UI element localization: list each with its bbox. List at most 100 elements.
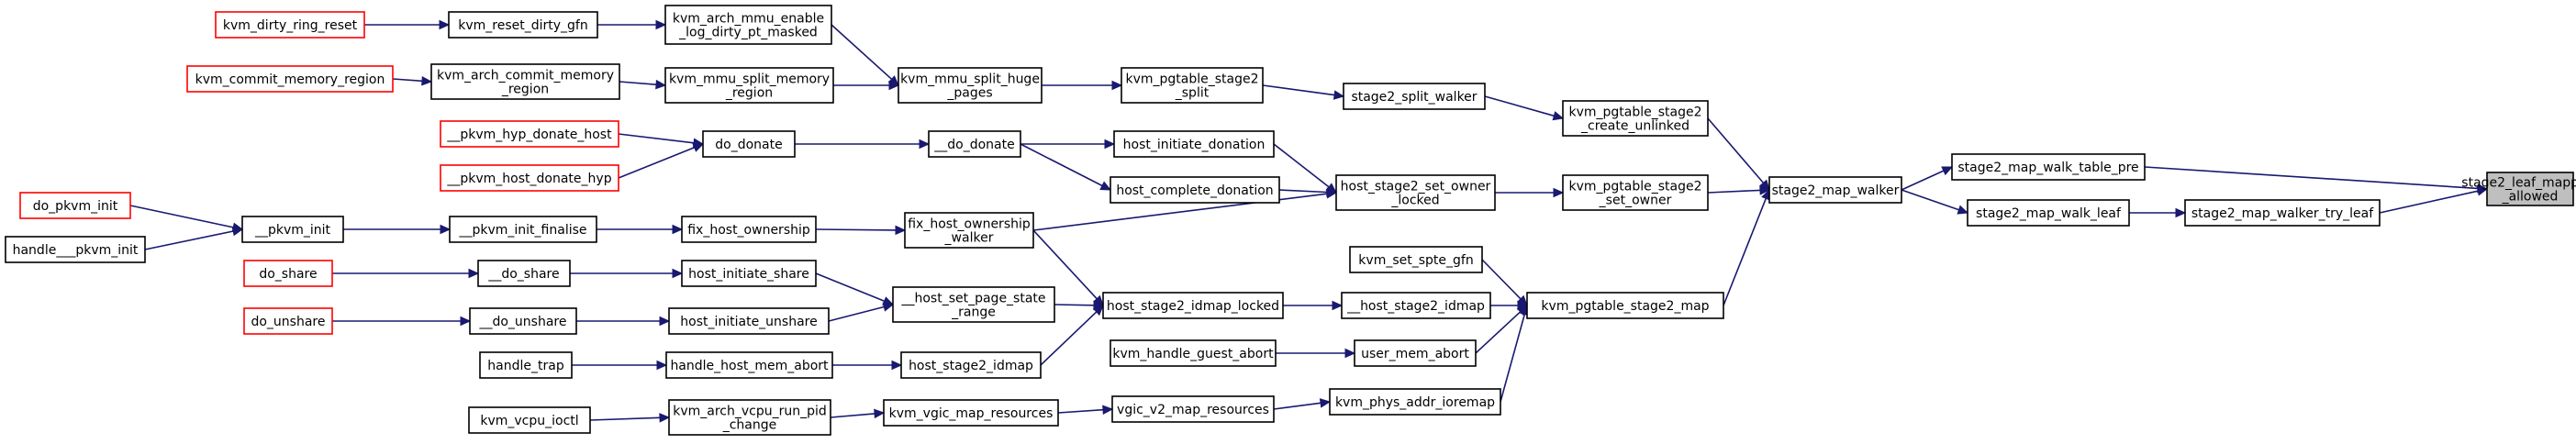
node-kvm-arch-mmu-enable-log-dirty-pt-masked[interactable]: kvm_arch_mmu_enable_log_dirty_pt_masked [664, 5, 832, 45]
node-kvm-handle-guest-abort[interactable]: kvm_handle_guest_abort [1110, 339, 1277, 367]
node-box [241, 216, 344, 243]
node-kvm-dirty-ring-reset[interactable]: kvm_dirty_ring_reset [215, 11, 365, 39]
node-box [702, 130, 796, 158]
node-kvm-mmu-split-memory-region[interactable]: kvm_mmu_split_memory_region [664, 67, 834, 104]
node-stage2-leaf-mapping-allowed[interactable]: stage2_leaf_mapping_allowed [2461, 172, 2576, 206]
node-label: user_mem_abort [1361, 347, 1469, 361]
node-host-initiate-unshare[interactable]: host_initiate_unshare [668, 307, 830, 335]
node-box [449, 216, 597, 243]
node-box [243, 260, 333, 287]
node-do-share[interactable]: do_share [243, 260, 333, 287]
edge-line [589, 416, 661, 421]
node-kvm-mmu-split-huge-pages[interactable]: kvm_mmu_split_huge_pages [898, 67, 1043, 104]
arrowhead [439, 19, 451, 30]
node-box [477, 260, 571, 287]
edge-line [1707, 117, 1765, 183]
node-handle---pkvm-init[interactable]: handle___pkvm_init [5, 236, 146, 263]
edge-line [144, 230, 234, 250]
edge-do-unshare-to-host-initiate-unshare [576, 316, 671, 327]
node-pkvm-init[interactable]: __pkvm_init [241, 216, 344, 243]
node-kvm-arch-commit-memory-region[interactable]: kvm_arch_commit_memory_region [430, 63, 620, 100]
node-fix-host-ownership-walker[interactable]: fix_host_ownership_walker [904, 212, 1034, 249]
node-label: kvm_mmu_split_memory [669, 72, 830, 87]
node-do-unshare[interactable]: do_unshare [243, 307, 333, 335]
node-label: _log_dirty_pt_masked [678, 26, 818, 40]
node-host-initiate-share[interactable]: host_initiate_share [681, 260, 817, 287]
node-label: __pkvm_hyp_donate_host [446, 128, 612, 142]
node-stage2-map-walk-leaf[interactable]: stage2_map_walk_leaf [1967, 199, 2130, 227]
node-label: stage2_split_walker [1351, 90, 1477, 105]
node-handle-host-mem-abort[interactable]: handle_host_mem_abort [665, 351, 833, 379]
node-label: _pages [946, 86, 992, 101]
node-host-stage2-idmap[interactable]: host_stage2_idmap [900, 351, 1042, 379]
node-do-unshare[interactable]: __do_unshare [469, 307, 577, 335]
node-kvm-pgtable-stage2-split[interactable]: kvm_pgtable_stage2_split [1121, 67, 1264, 104]
edge-kvm-pgtable-stage2-set-owner-to-stage2-map-walker [1707, 185, 1771, 195]
node-kvm-commit-memory-region[interactable]: kvm_commit_memory_region [186, 65, 394, 93]
node-label: do_donate [715, 138, 782, 152]
node-label: kvm_arch_commit_memory [437, 69, 614, 83]
node-kvm-pgtable-stage2-set-owner[interactable]: kvm_pgtable_stage2_set_owner [1562, 174, 1709, 211]
node-box [468, 406, 591, 434]
node-kvm-pgtable-stage2-create-unlinked[interactable]: kvm_pgtable_stage2_create_unlinked [1562, 100, 1709, 137]
edge-host-stage2-idmap-to-host-stage2-idmap-locked [1040, 305, 1104, 366]
node-kvm-pgtable-stage2-map[interactable]: kvm_pgtable_stage2_map [1526, 292, 1724, 319]
edge-kvm-vgic-map-resources-to-vgic-v2-map-resources [1057, 405, 1114, 416]
edge-kvm-mmu-split-memory-region-to-kvm-mmu-split-huge-pages [833, 80, 900, 91]
node-do-donate[interactable]: __do_donate [928, 130, 1021, 158]
edge-do-donate-to-host-complete-donation [1020, 143, 1112, 191]
node-vgic-v2-map-resources[interactable]: vgic_v2_map_resources [1111, 395, 1275, 423]
arrowhead [1325, 189, 1338, 199]
node-do-donate[interactable]: do_donate [702, 130, 796, 158]
node-pkvm-hyp-donate-host[interactable]: __pkvm_hyp_donate_host [440, 120, 619, 148]
node-user-mem-abort[interactable]: user_mem_abort [1354, 339, 1477, 367]
node-host-stage2-idmap[interactable]: __host_stage2_idmap [1341, 292, 1491, 319]
node-stage2-map-walker-try-leaf[interactable]: stage2_map_walker_try_leaf [2184, 199, 2381, 227]
node-label: __do_unshare [478, 315, 566, 329]
node-host-stage2-set-owner-locked[interactable]: host_stage2_set_owner_locked [1335, 174, 1496, 211]
node-label: kvm_set_spte_gfn [1358, 253, 1473, 268]
node-stage2-map-walk-table-pre[interactable]: stage2_map_walk_table_pre [1951, 153, 2146, 181]
node-host-complete-donation[interactable]: host_complete_donation [1110, 176, 1280, 204]
node-box [2486, 172, 2574, 206]
edge-kvm-pgtable-stage2-split-to-stage2-split-walker [1262, 84, 1345, 100]
edge-line [2144, 166, 2479, 190]
node-box [1967, 199, 2130, 227]
node-label: stage2_map_walk_table_pre [1957, 161, 2138, 175]
node-label: _range [951, 305, 996, 320]
edge-pkvm-host-donate-hyp-to-do-donate [618, 143, 705, 179]
node-label: vgic_v2_map_resources [1117, 403, 1269, 417]
arrowhead [1319, 398, 1332, 408]
edge-stage2-split-walker-to-kvm-pgtable-stage2-create-unlinked [1484, 95, 1565, 121]
node-box [904, 212, 1034, 249]
arrowhead [1092, 305, 1104, 316]
node-do-pkvm-init[interactable]: do_pkvm_init [19, 192, 131, 219]
node-kvm-vgic-map-resources[interactable]: kvm_vgic_map_resources [883, 399, 1059, 427]
arrowhead [1099, 181, 1112, 191]
node-handle-trap[interactable]: handle_trap [479, 351, 573, 379]
node-kvm-arch-vcpu-run-pid-change[interactable]: kvm_arch_vcpu_run_pid_change [668, 399, 831, 436]
node-label: _create_unlinked [1580, 119, 1689, 134]
node-host-set-page-state-range[interactable]: __host_set_page_state_range [892, 286, 1055, 323]
node-pkvm-host-donate-hyp[interactable]: __pkvm_host_donate_hyp [440, 164, 619, 192]
node-label: kvm_pgtable_stage2 [1568, 105, 1701, 120]
edge-kvm-arch-mmu-enable-log-dirty-pt-masked-to-kvm-mmu-split-huge-pages [831, 24, 899, 86]
node-kvm-reset-dirty-gfn[interactable]: kvm_reset_dirty_gfn [448, 11, 598, 39]
node-box [430, 63, 620, 100]
arrowhead [421, 75, 433, 86]
node-fix-host-ownership[interactable]: fix_host_ownership [681, 216, 817, 243]
node-kvm-vcpu-ioctl[interactable]: kvm_vcpu_ioctl [468, 406, 591, 434]
edge-kvm-phys-addr-ioremap-to-kvm-pgtable-stage2-map [1500, 304, 1530, 403]
node-stage2-split-walker[interactable]: stage2_split_walker [1343, 83, 1486, 110]
node-stage2-map-walker[interactable]: stage2_map_walker [1768, 176, 1902, 204]
edge-line [129, 205, 234, 228]
edge-stage2-map-walker-to-stage2-map-walk-leaf [1901, 189, 1969, 215]
node-host-stage2-idmap-locked[interactable]: host_stage2_idmap_locked [1102, 292, 1284, 319]
node-host-initiate-donation[interactable]: host_initiate_donation [1113, 130, 1275, 158]
node-kvm-phys-addr-ioremap[interactable]: kvm_phys_addr_ioremap [1329, 388, 1501, 416]
node-kvm-set-spte-gfn[interactable]: kvm_set_spte_gfn [1349, 246, 1483, 273]
node-pkvm-init-finalise[interactable]: __pkvm_init_finalise [449, 216, 597, 243]
node-box [1121, 67, 1264, 104]
node-do-share[interactable]: __do_share [477, 260, 571, 287]
edge-line [815, 228, 897, 231]
